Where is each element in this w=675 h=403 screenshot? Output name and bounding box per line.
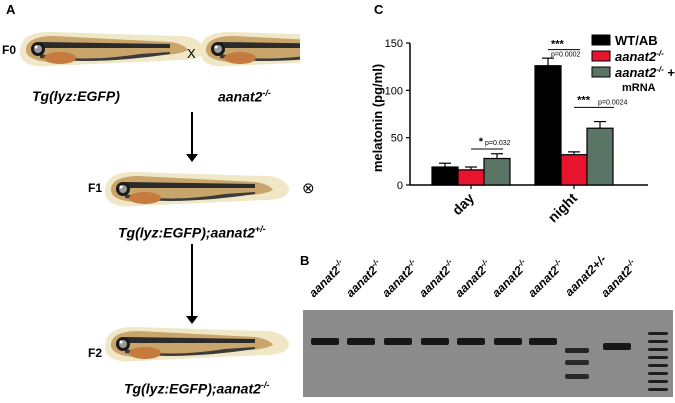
f2-genotype: Tg(lyz:EGFP);aanat2-/- xyxy=(124,380,270,397)
f0-left-genotype: Tg(lyz:EGFP) xyxy=(32,88,120,104)
gel-bands xyxy=(303,310,673,397)
gel-lane-label-5: aanat2-/- xyxy=(452,257,490,300)
gel-band-lane-2 xyxy=(347,338,375,345)
gel-band-lane-1 xyxy=(311,338,339,345)
annotation-day-p-value: p=0.032 xyxy=(485,140,511,147)
y-tick-label: 100 xyxy=(385,85,403,97)
gel-band-lane-7-fragment xyxy=(565,374,589,379)
x-tick-label-night: night xyxy=(545,190,581,226)
f2-larva xyxy=(105,327,289,362)
legend-label-0: WT/AB xyxy=(615,33,658,48)
f1-larva xyxy=(105,172,289,207)
bar-night-0 xyxy=(534,65,562,186)
zebrafish-larvae-illustrations xyxy=(20,32,300,362)
self-cross-symbol: ⊗ xyxy=(302,180,315,197)
gel-lane-label-6: aanat2-/- xyxy=(488,257,527,300)
bar-day-1 xyxy=(457,169,485,186)
y-tick-label: 50 xyxy=(391,133,403,145)
gel-band-lane-7-fragment xyxy=(565,348,589,353)
bar-day-2 xyxy=(483,157,511,186)
gel-band-lane-3 xyxy=(384,338,412,345)
gel-ladder-band xyxy=(648,380,668,383)
y-tick-label: 150 xyxy=(385,38,403,50)
f1-generation-label: F1 xyxy=(88,181,103,195)
agarose-gel-image xyxy=(303,310,673,397)
gel-lane-label-4: aanat2-/- xyxy=(415,257,454,300)
panel-c-label: C xyxy=(374,2,384,17)
gel-lane-label-3: aanat2-/- xyxy=(379,257,417,300)
gel-lane-label-2: aanat2-/- xyxy=(342,257,381,300)
y-tick-label: 0 xyxy=(397,180,403,192)
annotation-day-stars: * xyxy=(479,136,484,148)
f0-right-genotype: aanat2-/- xyxy=(218,88,271,105)
annotation-night-1-p-value: p=0.0002 xyxy=(551,51,580,58)
bar-day-0 xyxy=(431,166,459,186)
f0-generation-label: F0 xyxy=(2,43,17,57)
gel-ladder-band xyxy=(648,372,668,375)
gel-ladder-band xyxy=(648,356,668,359)
arrow-f0-to-f1 xyxy=(186,112,198,162)
bar-night-1 xyxy=(560,154,588,186)
f0-left-larva xyxy=(20,32,204,67)
legend-swatch-0 xyxy=(591,34,611,46)
f2-generation-label: F2 xyxy=(88,346,103,360)
legend-swatch-1 xyxy=(591,50,611,62)
gel-lane-label-7: aanat2-/- xyxy=(525,257,563,300)
panel-a-label: A xyxy=(6,2,16,17)
gel-ladder-band xyxy=(648,332,668,335)
cross-symbol: X xyxy=(187,46,196,61)
gel-band-lane-6 xyxy=(494,338,522,345)
annotation-night-2-p-value: p=0.0024 xyxy=(598,100,627,107)
gel-band-lane-7 xyxy=(529,338,557,345)
legend-swatch-2 xyxy=(591,66,611,78)
gel-ladder-band xyxy=(648,364,668,367)
legend-label-1: aanat2-/- xyxy=(615,49,664,64)
panel-b-label: B xyxy=(300,253,310,268)
gel-band-lane-8 xyxy=(603,343,631,350)
x-tick-label-day: day xyxy=(449,190,478,219)
gel-band-lane-5 xyxy=(457,338,485,345)
y-axis-label: melatonin (pg/ml) xyxy=(370,64,385,172)
annotation-night-1-stars: *** xyxy=(551,39,565,51)
legend-label-2: aanat2-/- + xyxy=(615,65,675,80)
gel-ladder-band xyxy=(648,340,668,343)
annotation-night-2-stars: *** xyxy=(577,94,591,106)
f0-right-larva xyxy=(200,32,300,67)
gel-band-lane-4 xyxy=(421,338,449,345)
f1-genotype: Tg(lyz:EGFP);aanat2+/- xyxy=(118,224,266,241)
bar-night-2 xyxy=(586,127,614,186)
gel-lane-label-1: aanat2-/- xyxy=(306,257,344,300)
legend-label-2-line2: mRNA xyxy=(622,82,656,94)
arrow-f1-to-f2 xyxy=(186,244,198,324)
gel-band-lane-7-fragment xyxy=(565,360,589,365)
gel-ladder-band xyxy=(648,388,668,391)
gel-ladder-band xyxy=(648,348,668,351)
